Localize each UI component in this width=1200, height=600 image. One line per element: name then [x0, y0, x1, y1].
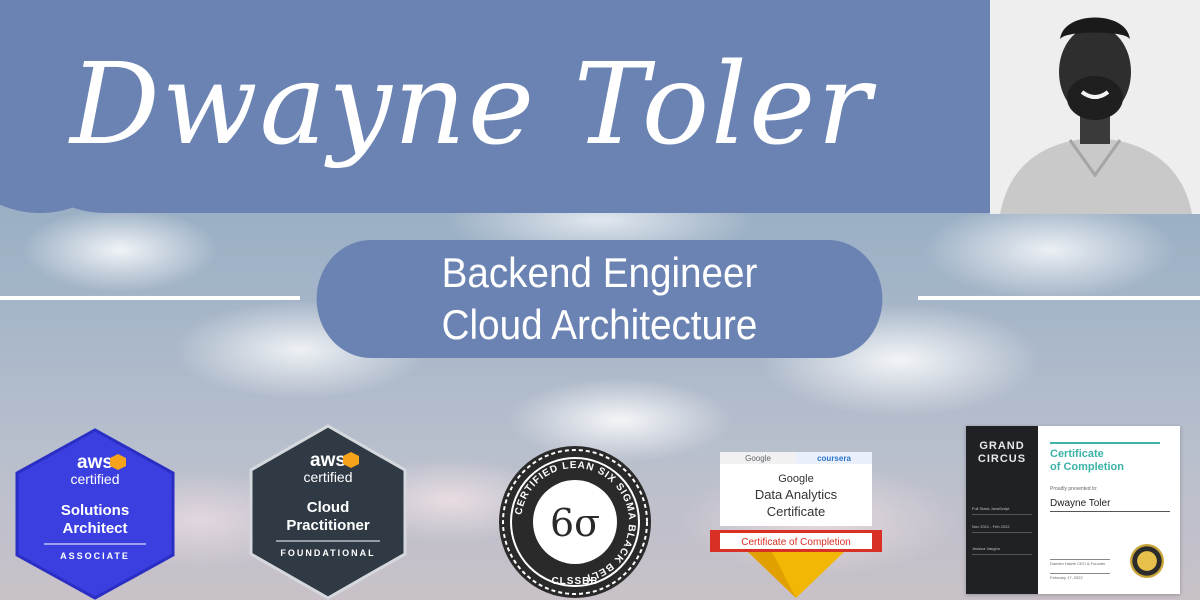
- name-heading: Dwayne Toler: [70, 40, 873, 170]
- svg-text:Practitioner: Practitioner: [286, 517, 370, 534]
- certificate-program: Full Stack JavaScript: [972, 506, 1032, 515]
- divider-left: [0, 296, 300, 300]
- google-data-analytics-badge: Google coursera Google Data Analytics Ce…: [710, 452, 882, 598]
- certificate-title: Certificate of Completion: [1050, 442, 1160, 474]
- svg-text:aws: aws: [310, 450, 346, 471]
- svg-text:Cloud: Cloud: [307, 499, 350, 516]
- svg-text:Architect: Architect: [62, 520, 127, 537]
- certificate-dates: Nov 2021 - Feb 2022: [972, 524, 1032, 533]
- svg-text:certified: certified: [303, 469, 352, 485]
- svg-text:coursera: coursera: [817, 454, 851, 463]
- role-line-1: Backend Engineer: [441, 249, 758, 296]
- svg-text:Certificate: Certificate: [767, 504, 826, 519]
- certificate-presented: Proudly presented to:: [1050, 486, 1098, 492]
- aws-brand: aws: [77, 452, 113, 473]
- certificate-body: Certificate of Completion Proudly presen…: [1038, 426, 1180, 594]
- role-line-2: Cloud Architecture: [441, 301, 758, 348]
- svg-text:CLSSBB: CLSSBB: [551, 576, 598, 587]
- divider-right: [918, 296, 1200, 300]
- certificate-signer: Damien Haizlé CEO & Founder: [1050, 559, 1110, 566]
- certificate-sidebar: GRAND CIRCUS Full Stack JavaScript Nov 2…: [966, 426, 1038, 594]
- svg-text:Data Analytics: Data Analytics: [755, 487, 838, 502]
- svg-text:FOUNDATIONAL: FOUNDATIONAL: [280, 548, 375, 558]
- svg-text:certified: certified: [70, 471, 119, 487]
- svg-text:Google: Google: [778, 473, 813, 485]
- certificate-instructor: Jessica Vaughn: [972, 546, 1032, 555]
- svg-text:Certificate of Completion: Certificate of Completion: [741, 537, 851, 548]
- svg-text:Google: Google: [745, 454, 771, 463]
- person-photo-illustration: [990, 0, 1200, 214]
- name-banner: [0, 0, 990, 213]
- aws-cloud-practitioner-badge: aws certified Cloud Practitioner FOUNDAT…: [249, 424, 407, 600]
- certificate-recipient: Dwayne Toler: [1050, 498, 1170, 512]
- check-icon: [110, 454, 126, 470]
- grand-circus-logo: GRAND CIRCUS: [977, 440, 1027, 465]
- svg-text:Solutions: Solutions: [61, 502, 129, 519]
- check-icon: [343, 452, 359, 468]
- profile-photo: [990, 0, 1200, 214]
- role-pill: Backend Engineer Cloud Architecture: [316, 240, 883, 358]
- svg-text:6σ: 6σ: [550, 501, 600, 545]
- lean-six-sigma-badge: CERTIFIED LEAN SIX SIGMA BLACK BELT 6σ C…: [499, 446, 651, 598]
- aws-solutions-architect-badge: aws certified Solutions Architect ASSOCI…: [15, 428, 175, 600]
- certificate-date: February 17, 2022: [1050, 573, 1110, 580]
- seal-icon: [1130, 544, 1164, 578]
- grand-circus-certificate: GRAND CIRCUS Full Stack JavaScript Nov 2…: [966, 426, 1180, 594]
- svg-text:ASSOCIATE: ASSOCIATE: [60, 551, 130, 561]
